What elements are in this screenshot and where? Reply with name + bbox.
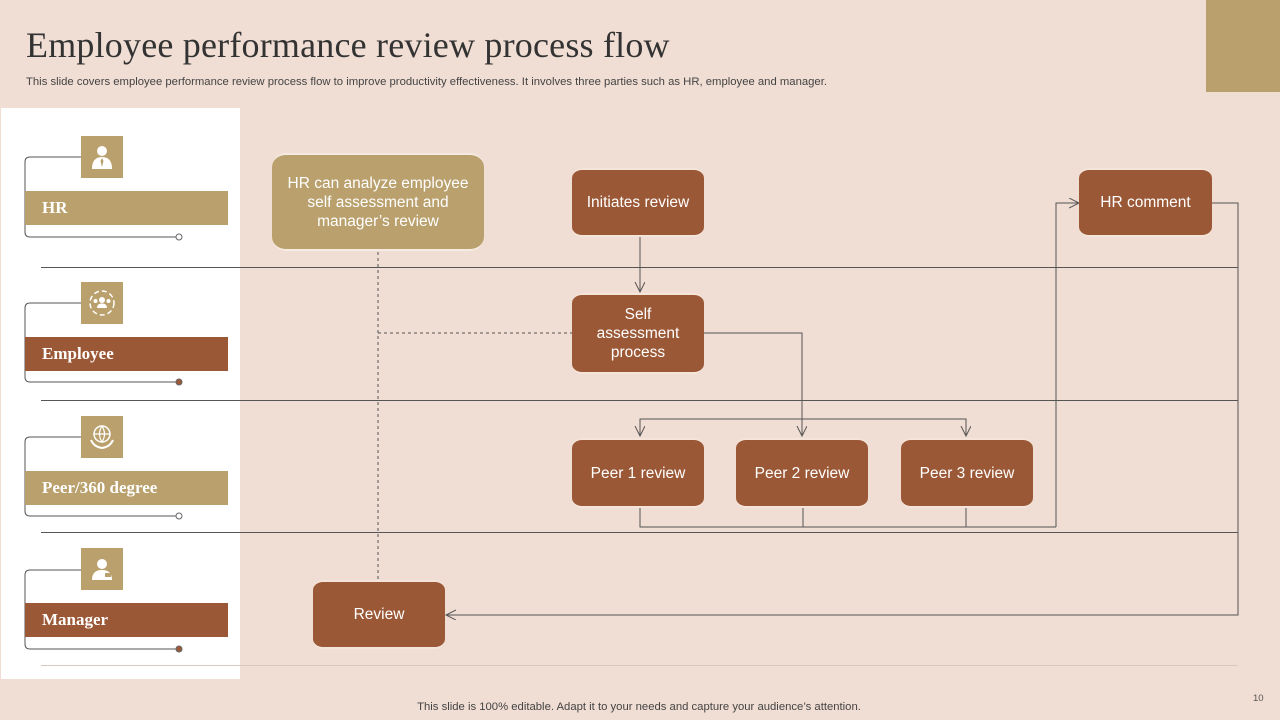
- manager-icon: [81, 548, 123, 590]
- hr-comment-node: HR comment: [1079, 168, 1212, 237]
- employee-bracket-dot: [175, 378, 183, 386]
- peer2-review-node: Peer 2 review: [736, 438, 868, 508]
- peer1-review-node: Peer 1 review: [572, 438, 704, 508]
- slide-footer: This slide is 100% editable. Adapt it to…: [417, 701, 861, 713]
- peer3-review-node: Peer 3 review: [901, 438, 1033, 508]
- peer3-branch-arrow: [639, 418, 966, 436]
- team-network-icon: [81, 282, 123, 324]
- globe-hands-icon: [81, 416, 123, 458]
- self-assessment-node: Self assessment process: [572, 293, 704, 374]
- peer-merge-line: [639, 507, 1056, 528]
- self-to-peer2-arrow: [704, 332, 802, 436]
- manager-bracket-dot: [175, 645, 183, 653]
- lane-label-manager: Manager: [25, 603, 228, 637]
- corner-accent: [1206, 0, 1280, 92]
- peers-to-hr-comment-arrow: [1055, 203, 1079, 527]
- hr-comment-to-review-arrow: [446, 202, 1239, 615]
- lane-label-peer: Peer/360 degree: [25, 471, 228, 505]
- hr-bracket-dot: [175, 233, 183, 241]
- person-tie-icon: [81, 136, 123, 178]
- peer-bracket-dot: [175, 512, 183, 520]
- lane-label-employee: Employee: [25, 337, 228, 371]
- initiates-review-node: Initiates review: [572, 168, 704, 237]
- lane-label-hr: HR: [25, 191, 228, 225]
- hr-analyze-node: HR can analyze employee self assessment …: [272, 153, 484, 251]
- slide-title: Employee performance review process flow: [26, 25, 670, 65]
- slide-subtitle: This slide covers employee performance r…: [26, 76, 827, 88]
- review-node: Review: [313, 580, 445, 649]
- page-number: 10: [1253, 693, 1264, 704]
